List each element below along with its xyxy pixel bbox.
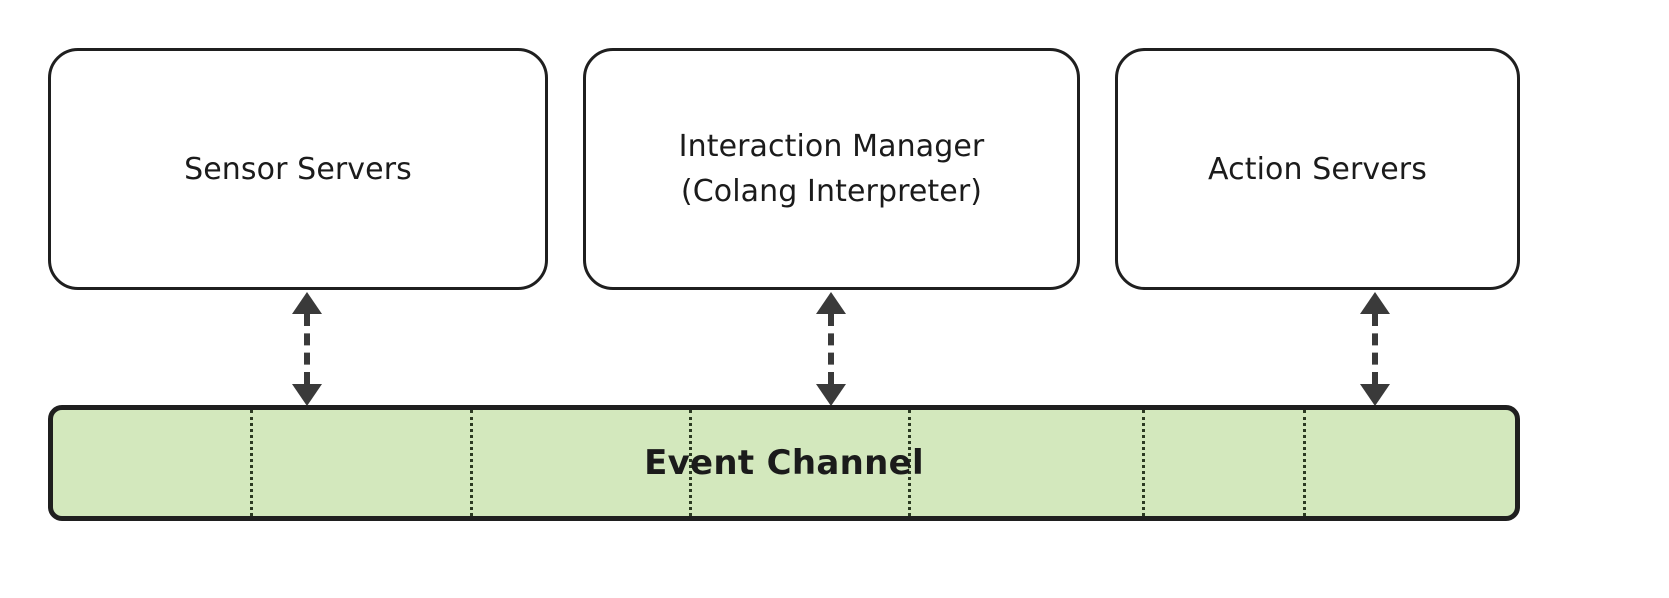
component-box-sensor-servers[interactable]: Sensor Servers bbox=[48, 48, 548, 290]
arrow-down-icon bbox=[292, 384, 322, 406]
connector-sensor-servers-to-event-channel bbox=[292, 292, 322, 406]
arrow-down-icon bbox=[1360, 384, 1390, 406]
arrow-up-icon bbox=[816, 292, 846, 314]
dashed-line bbox=[828, 314, 834, 384]
channel-divider-2 bbox=[469, 410, 473, 516]
dashed-line bbox=[1372, 314, 1378, 384]
dashed-line bbox=[304, 314, 310, 384]
channel-divider-6 bbox=[1303, 410, 1306, 516]
event-channel-label: Event Channel bbox=[644, 443, 924, 483]
component-box-interaction-manager[interactable]: Interaction Manager (Colang Interpreter) bbox=[583, 48, 1080, 290]
channel-divider-3 bbox=[688, 410, 692, 516]
connector-interaction-manager-to-event-channel bbox=[816, 292, 846, 406]
arrow-up-icon bbox=[292, 292, 322, 314]
component-label-interaction-manager: Interaction Manager (Colang Interpreter) bbox=[678, 129, 985, 209]
component-label-action-servers: Action Servers bbox=[1208, 151, 1427, 187]
arrow-up-icon bbox=[1360, 292, 1390, 314]
component-box-action-servers[interactable]: Action Servers bbox=[1115, 48, 1520, 290]
arrow-down-icon bbox=[816, 384, 846, 406]
channel-divider-1 bbox=[250, 410, 254, 516]
channel-divider-4 bbox=[908, 410, 912, 516]
event-channel-bar[interactable]: Event Channel bbox=[48, 405, 1520, 521]
component-label-sensor-servers: Sensor Servers bbox=[184, 151, 412, 187]
channel-divider-5 bbox=[1142, 410, 1146, 516]
connector-action-servers-to-event-channel bbox=[1360, 292, 1390, 406]
